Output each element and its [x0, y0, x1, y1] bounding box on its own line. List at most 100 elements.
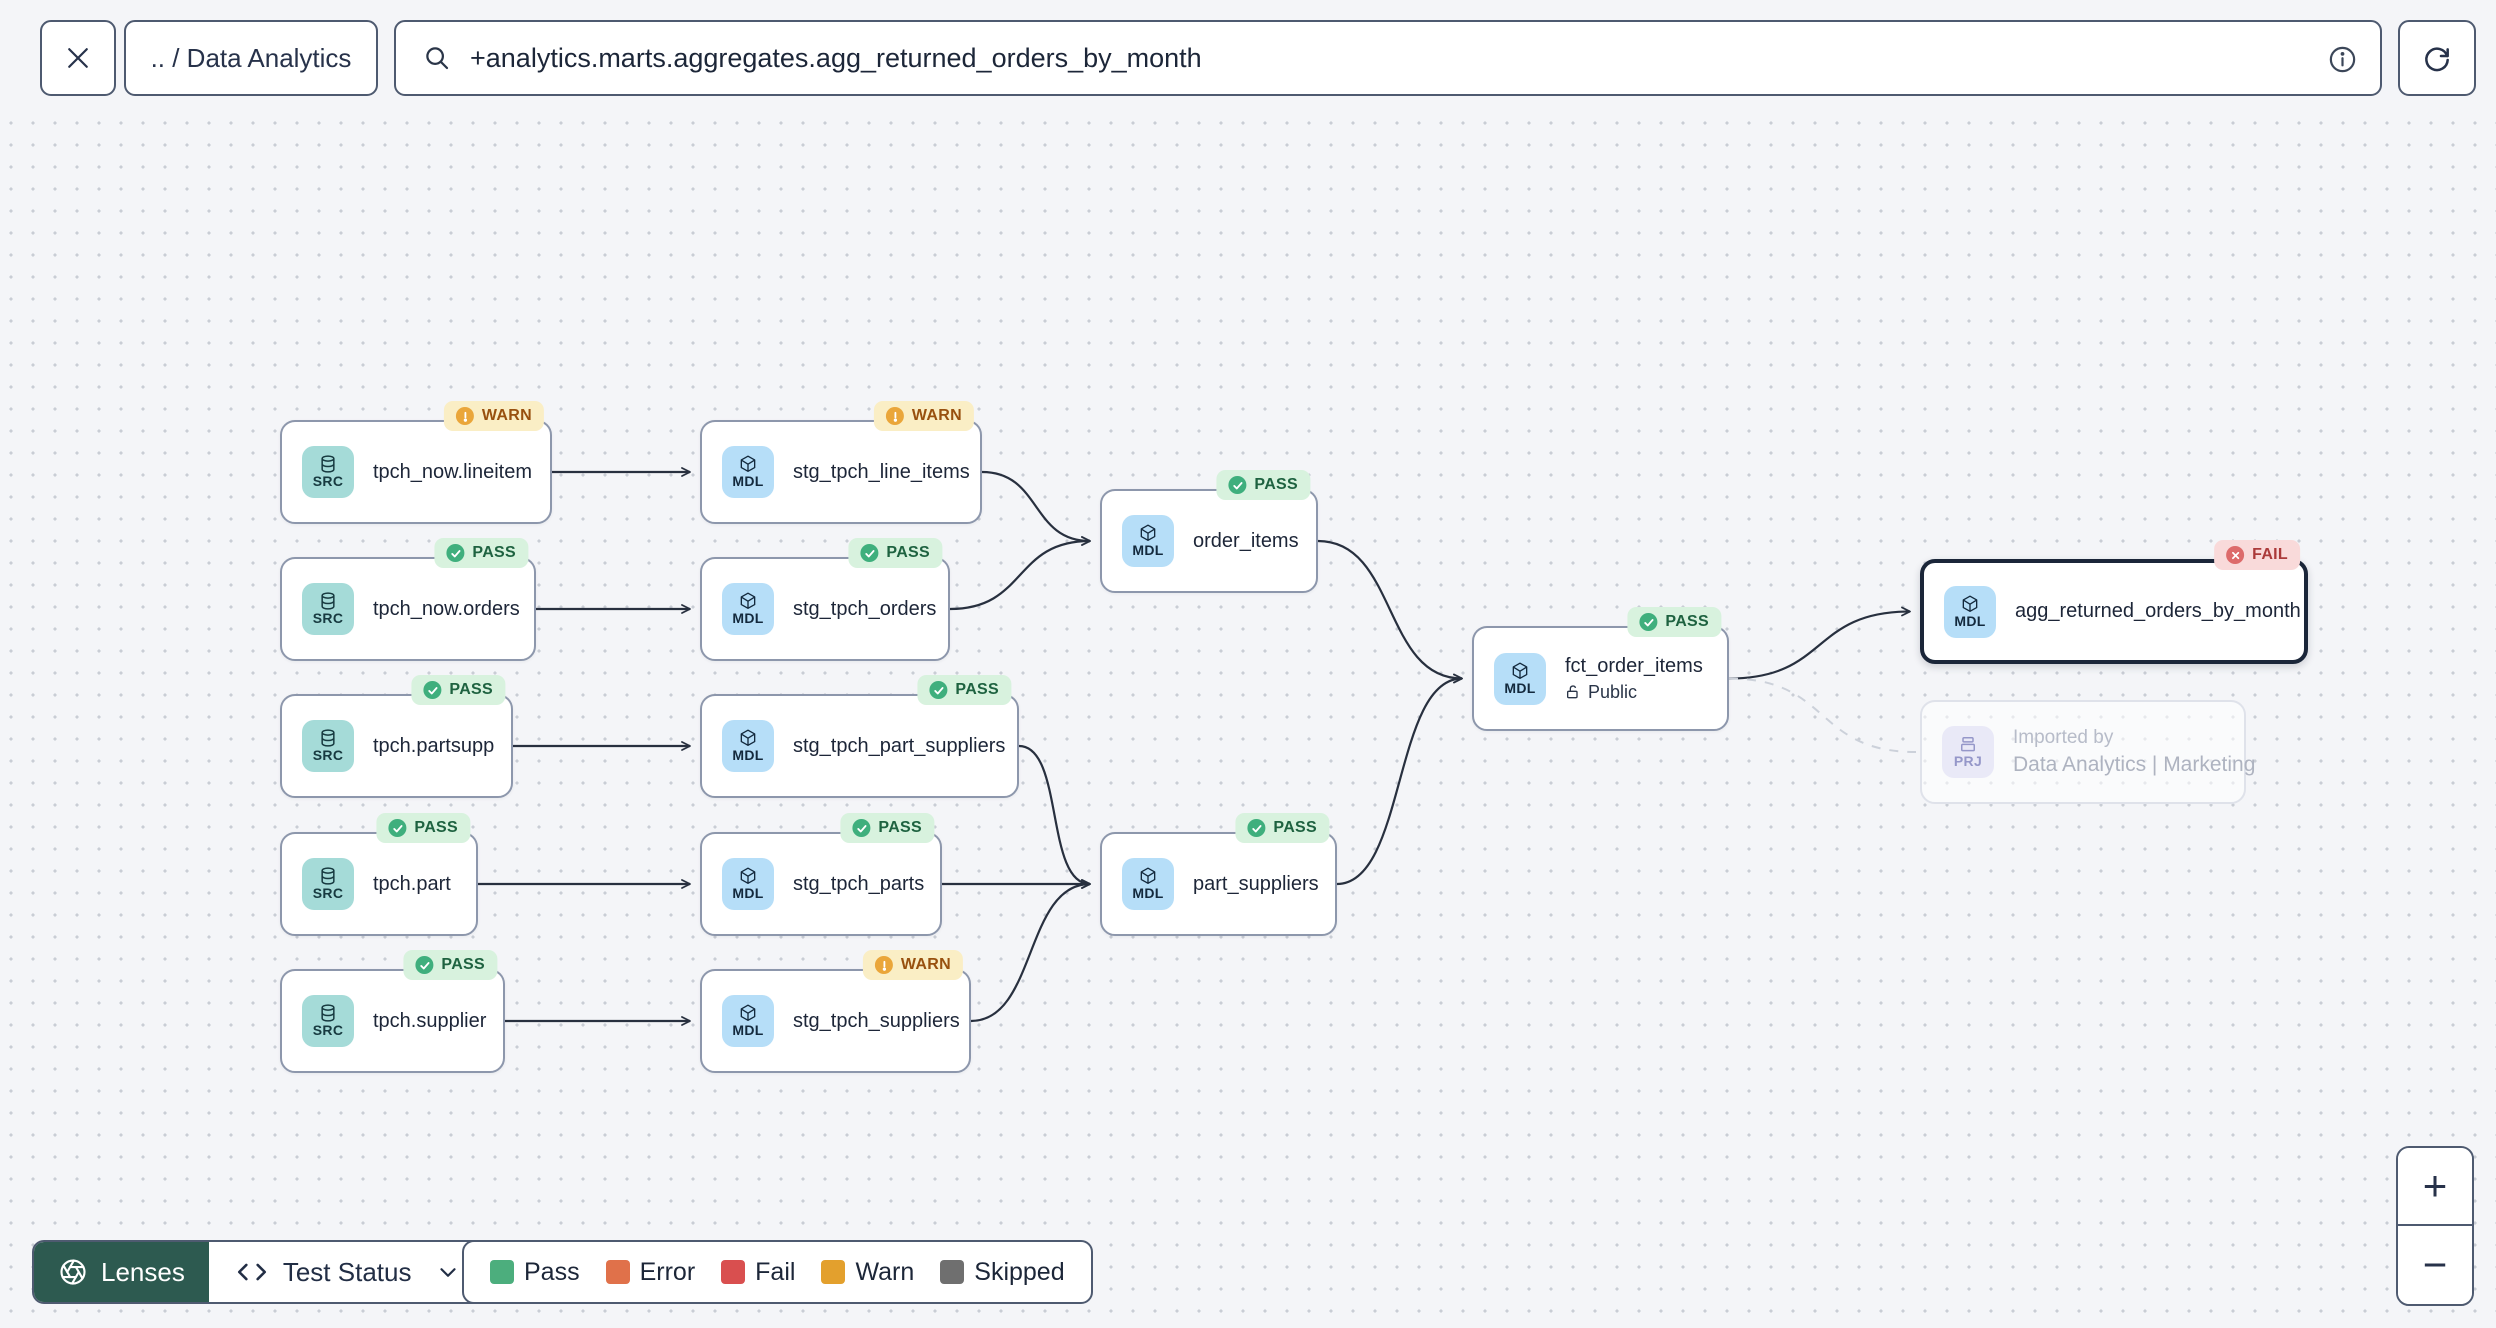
graph-node-stg-tpch-part-suppliers[interactable]: MDL stg_tpch_part_suppliers — [700, 694, 1019, 798]
lock-open-icon — [1565, 684, 1581, 700]
chevron-down-icon — [435, 1259, 461, 1285]
graph-node-tpch-partsupp[interactable]: SRC tpch.partsupp — [280, 694, 513, 798]
status-warn-icon — [885, 407, 904, 425]
legend-item-error: Error — [605, 1258, 695, 1287]
status-pass-icon — [1639, 613, 1658, 631]
selector-search-input[interactable] — [470, 42, 2354, 74]
refresh-button[interactable] — [2398, 20, 2476, 96]
refresh-icon — [2421, 42, 2453, 74]
legend-swatch-skipped — [940, 1260, 965, 1284]
node-label: tpch_now.lineitem — [373, 460, 532, 483]
status-pass-icon — [852, 819, 871, 837]
status-badge-warn: WARN — [862, 950, 963, 980]
legend-swatch-pass — [490, 1260, 514, 1284]
node-label: tpch_now.orders — [373, 597, 520, 620]
status-fail-icon — [2226, 546, 2245, 564]
edge-order_items-to-fct_order_items — [1317, 539, 1463, 684]
status-badge-pass: PASS — [403, 950, 497, 980]
node-sub-label: Public — [1565, 682, 1703, 703]
database-icon: SRC — [302, 583, 354, 635]
status-pass-icon — [415, 956, 434, 974]
close-button[interactable] — [40, 20, 116, 96]
breadcrumb-label: .. / Data Analytics — [150, 42, 352, 73]
node-label: tpch.supplier — [373, 1009, 487, 1032]
test-status-legend: Pass Error Fail Warn Skipped — [462, 1240, 1093, 1304]
lens-selector[interactable]: Test Status — [208, 1242, 488, 1302]
node-label: Imported by — [2013, 727, 2114, 748]
node-label: agg_returned_orders_by_month — [2015, 600, 2301, 622]
lenses-label: Lenses — [101, 1256, 185, 1287]
legend-item-pass: Pass — [490, 1258, 580, 1287]
status-badge-pass: PASS — [376, 813, 470, 843]
node-label: fct_order_items — [1565, 654, 1703, 677]
selector-search-bar[interactable] — [394, 20, 2382, 96]
lens-selected-label: Test Status — [282, 1256, 412, 1287]
zoom-controls: + − — [2396, 1146, 2474, 1306]
edge-stg_tpch_part_suppliers-to-part_suppliers — [1018, 744, 1091, 889]
cube-icon: MDL — [1122, 858, 1174, 910]
legend-item-skipped: Skipped — [940, 1258, 1065, 1287]
status-badge-pass: PASS — [840, 813, 934, 843]
close-icon — [63, 43, 93, 73]
graph-node-imported-by[interactable]: PRJ Imported by Data Analytics | Marketing — [1920, 700, 2256, 804]
graph-node-tpch-now-orders[interactable]: SRC tpch_now.orders — [280, 557, 536, 661]
status-badge-pass: PASS — [434, 538, 528, 568]
cube-icon: MDL — [722, 446, 774, 498]
graph-node-part-suppliers[interactable]: MDL part_suppliers — [1100, 832, 1337, 936]
lens-control: Lenses Test Status — [32, 1240, 490, 1304]
node-label: stg_tpch_part_suppliers — [793, 734, 1006, 757]
status-badge-pass: PASS — [1216, 470, 1310, 500]
status-pass-icon — [446, 544, 465, 562]
zoom-in-button[interactable]: + — [2398, 1148, 2472, 1226]
database-icon: SRC — [302, 446, 354, 498]
status-badge-fail: FAIL — [2214, 540, 2300, 570]
zoom-out-button[interactable]: − — [2398, 1226, 2472, 1304]
node-label: tpch.partsupp — [373, 734, 495, 757]
node-label: order_items — [1193, 529, 1299, 552]
legend-swatch-fail — [721, 1260, 746, 1284]
node-label: part_suppliers — [1193, 872, 1319, 895]
cube-icon: MDL — [722, 583, 774, 635]
graph-node-agg-returned-orders-by-month[interactable]: MDL agg_returned_orders_by_month — [1920, 559, 2308, 664]
status-badge-pass: PASS — [1627, 607, 1721, 637]
node-label: stg_tpch_line_items — [793, 460, 970, 483]
lenses-button[interactable]: Lenses — [34, 1242, 209, 1302]
database-icon: SRC — [302, 858, 354, 910]
status-pass-icon — [860, 544, 879, 562]
graph-node-tpch-now-lineitem[interactable]: SRC tpch_now.lineitem — [280, 420, 552, 524]
legend-item-fail: Fail — [721, 1258, 795, 1287]
cube-icon: MDL — [722, 720, 774, 772]
graph-node-stg-tpch-suppliers[interactable]: MDL stg_tpch_suppliers — [700, 969, 971, 1073]
graph-node-stg-tpch-line-items[interactable]: MDL stg_tpch_line_items — [700, 420, 982, 524]
graph-node-tpch-supplier[interactable]: SRC tpch.supplier — [280, 969, 505, 1073]
cube-icon: MDL — [722, 995, 774, 1047]
breadcrumb[interactable]: .. / Data Analytics — [124, 20, 378, 96]
edge-part_suppliers-to-fct_order_items — [1336, 673, 1463, 886]
legend-swatch-error — [605, 1260, 630, 1284]
status-badge-pass: PASS — [848, 538, 942, 568]
database-icon: SRC — [302, 995, 354, 1047]
database-icon: SRC — [302, 720, 354, 772]
status-pass-icon — [929, 681, 948, 699]
edge-fct_order_items-to-agg_returned_orders_by_month — [1728, 606, 1911, 680]
search-icon — [422, 43, 452, 73]
node-sub-label: Data Analytics | Marketing — [2013, 753, 2256, 776]
status-badge-pass: PASS — [1235, 813, 1329, 843]
status-warn-icon — [455, 407, 474, 425]
project-icon: PRJ — [1942, 726, 1994, 778]
cube-icon: MDL — [1944, 585, 1996, 638]
info-icon[interactable] — [2327, 44, 2358, 75]
edge-stg_tpch_orders-to-order_items — [949, 536, 1091, 611]
status-pass-icon — [423, 681, 442, 699]
legend-item-warn: Warn — [821, 1258, 914, 1287]
node-label: stg_tpch_suppliers — [793, 1009, 960, 1032]
aperture-icon — [58, 1257, 88, 1287]
edge-stg_tpch_line_items-to-order_items — [981, 470, 1091, 546]
status-badge-warn: WARN — [443, 401, 544, 431]
